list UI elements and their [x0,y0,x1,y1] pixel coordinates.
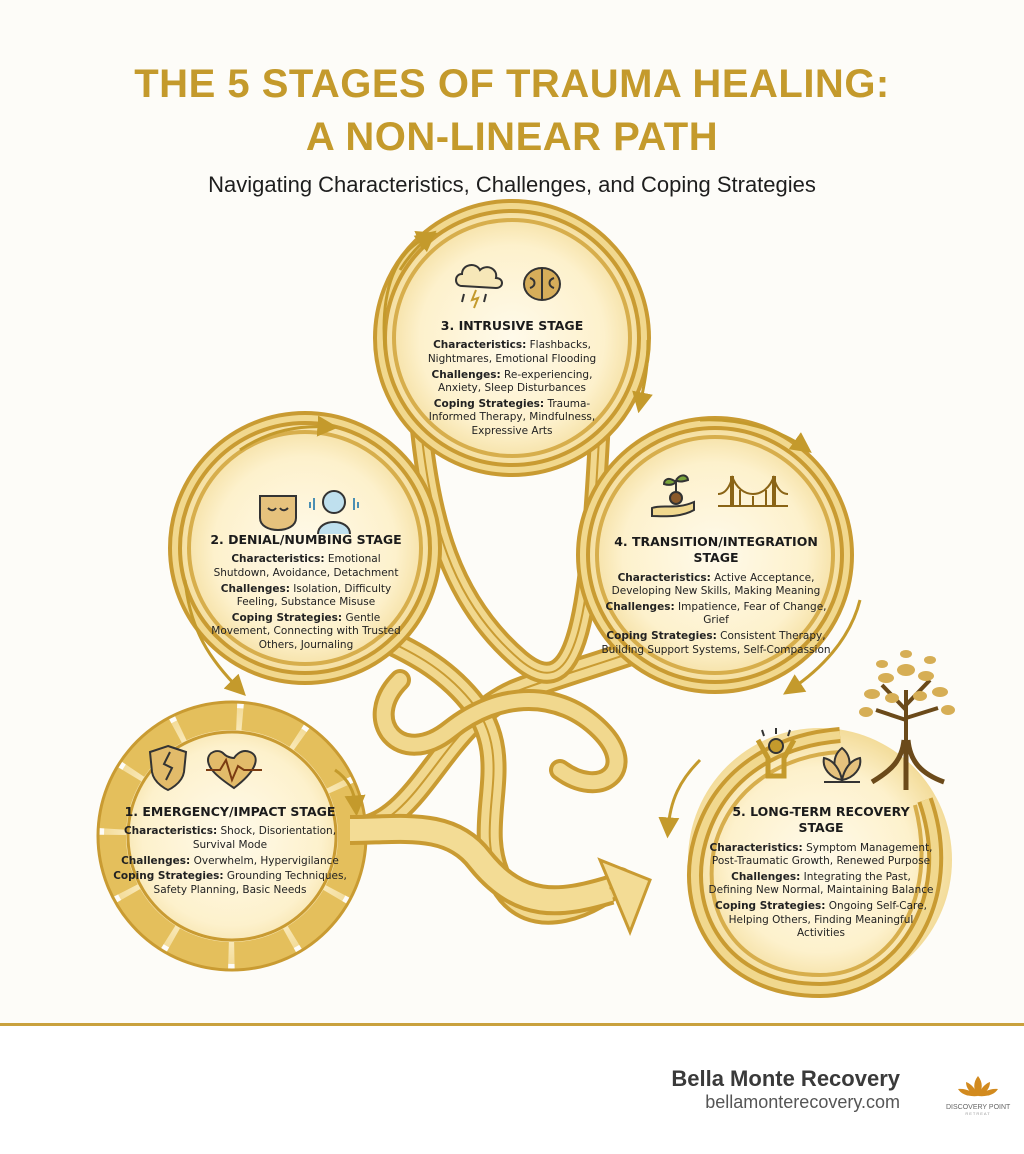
title-line-2: A NON-LINEAR PATH [305,115,719,159]
challenges-label: Challenges: [121,854,191,867]
footer-divider [0,1023,1024,1026]
stage-4-challenges: Impatience, Fear of Change, Grief [678,600,827,627]
challenges-label: Challenges: [731,870,801,883]
shivering-person-icon [309,490,359,535]
stage-4-coping: Consistent Therapy, Building Support Sys… [601,630,831,656]
celebrating-person-icon [755,728,797,779]
stage-2-text: 2. DENIAL/NUMBING STAGE Characteristics:… [208,532,404,655]
stage-4-title: 4. TRANSITION/INTEGRATION STAGE [614,534,818,566]
stage-4-characteristics: Active Acceptance, Developing New Skills… [611,571,821,598]
stage-5-characteristics: Symptom Management, Post-Traumatic Growt… [711,841,933,868]
stage-4-text: 4. TRANSITION/INTEGRATION STAGE Characte… [598,534,834,659]
lotus-logo-icon [958,1076,998,1097]
stage-3-coping: Trauma-Informed Therapy, Mindfulness, Ex… [428,397,596,438]
stage-1-characteristics: Shock, Disorientation, Survival Mode [192,825,337,851]
stage-2-challenges: Isolation, Difficulty Feeling, Substance… [236,582,392,609]
stage-3-characteristics: Flashbacks, Nightmares, Emotional Floodi… [427,339,597,365]
brand-url[interactable]: bellamonterecovery.com [705,1092,900,1112]
challenges-label: Challenges: [605,600,675,613]
heartbeat-icon [206,750,262,790]
stage-2-loop [168,411,442,696]
brain-icon [523,267,561,301]
storm-cloud-icon [455,264,503,309]
stage-1-challenges: Overwhelm, Hypervigilance [193,854,339,867]
stage-1-text: 1. EMERGENCY/IMPACT STAGE Characteristic… [112,804,348,899]
stage-3-title: 3. INTRUSIVE STAGE [440,318,584,333]
title-line-1: THE 5 STAGES OF TRAUMA HEALING: [134,62,890,106]
coping-label: Coping Strategies: [113,870,224,883]
stage-3-loop [373,199,653,477]
coping-label: Coping Strategies: [231,611,343,624]
path-arrow [349,813,652,937]
logo-subtext: RETREAT [965,1111,991,1116]
stage-5-challenges: Integrating the Past, Defining New Norma… [708,870,934,897]
stage-5-coping: Ongoing Self-Care, Helping Others, Findi… [728,900,927,940]
brand-name: Bella Monte Recovery [671,1066,900,1091]
sprout-hand-icon [651,474,695,518]
broken-shield-icon [148,744,188,792]
lotus-icon [822,746,862,783]
stage-2-coping: Gentle Movement, Connecting with Trusted… [211,611,401,652]
coping-label: Coping Strategies: [606,630,717,643]
stage-3-challenges: Re-experiencing, Anxiety, Sleep Disturba… [438,368,593,395]
logo-text: DISCOVERY POINT [946,1104,1011,1111]
footer [0,1026,1024,1154]
characteristics-label: Characteristics: [433,339,527,352]
characteristics-label: Characteristics: [617,571,711,584]
stage-4-loop [576,416,862,695]
stage-1-coping: Grounding Techniques, Safety Planning, B… [153,870,347,896]
subtitle: Navigating Characteristics, Challenges, … [208,172,816,197]
stage-5-loop [658,727,952,999]
stage-5-text: 5. LONG-TERM RECOVERY STAGE Characterist… [708,804,934,943]
characteristics-label: Characteristics: [231,553,325,566]
tree-icon [859,650,955,790]
stage-2-title: 2. DENIAL/NUMBING STAGE [210,532,402,547]
bridge-icon [717,475,789,507]
coping-label: Coping Strategies: [715,900,826,913]
brand-block: Bella Monte Recovery bellamonterecovery.… [671,1066,900,1113]
characteristics-label: Characteristics: [123,825,218,838]
stage-3-text: 3. INTRUSIVE STAGE Characteristics: Flas… [412,318,612,441]
discovery-point-logo: DISCOVERY POINT RETREAT [946,1076,1010,1116]
challenges-label: Challenges: [220,582,290,595]
stage-1-title: 1. EMERGENCY/IMPACT STAGE [124,804,336,819]
stage-2-characteristics: Emotional Shutdown, Avoidance, Detachmen… [213,553,399,579]
challenges-label: Challenges: [431,368,501,381]
coping-label: Coping Strategies: [433,397,545,410]
mask-icon [259,495,297,531]
characteristics-label: Characteristics: [709,841,803,854]
stage-5-title: 5. LONG-TERM RECOVERY STAGE [732,804,910,836]
